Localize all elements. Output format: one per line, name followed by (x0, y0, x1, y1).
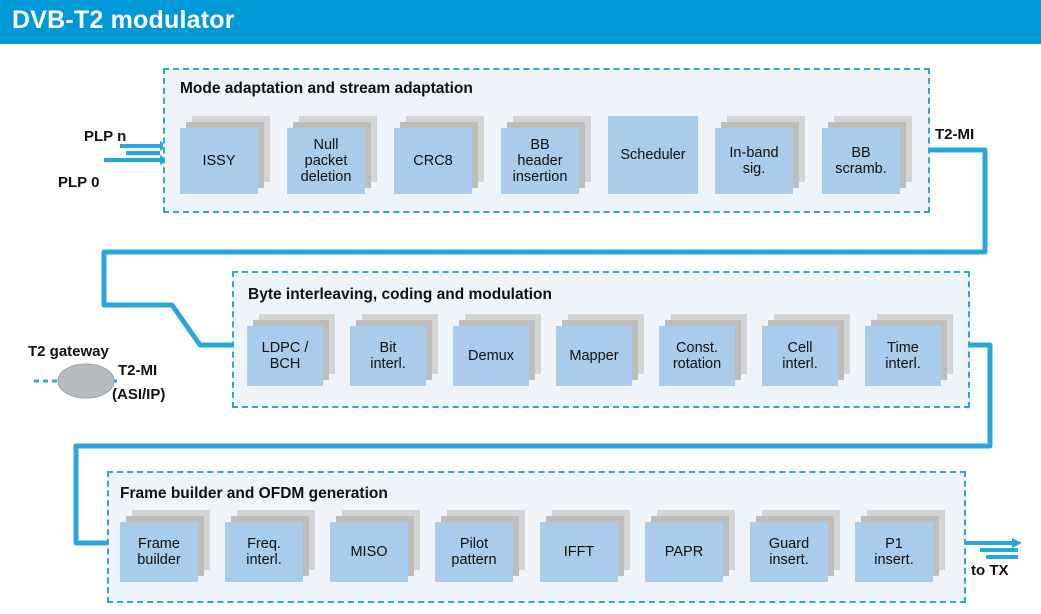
block-label: Null packet deletion (287, 128, 365, 194)
block-label: Mapper (556, 326, 632, 386)
cloud-icon (57, 363, 115, 399)
block-label: Time interl. (865, 326, 941, 386)
block-label: Demux (453, 326, 529, 386)
section-label-byte: Byte interleaving, coding and modulation (248, 286, 552, 303)
block-label: BB scramb. (822, 128, 900, 194)
to-tx-label: to TX (971, 562, 1009, 579)
block-label: Bit interl. (350, 326, 426, 386)
block-label: CRC8 (394, 128, 472, 194)
block-label: ISSY (180, 128, 258, 194)
block-label: Frame builder (120, 522, 198, 582)
block-label: Scheduler (608, 116, 698, 194)
block-label: Const. rotation (659, 326, 735, 386)
block-label: P1 insert. (855, 522, 933, 582)
t2-gateway-label: T2 gateway (28, 343, 109, 360)
block-label: Cell interl. (762, 326, 838, 386)
block-label: Freq. interl. (225, 522, 303, 582)
diagram-title: DVB-T2 modulator (12, 6, 235, 34)
path-stage2-to-stage3 (73, 342, 993, 546)
section-label-frame: Frame builder and OFDM generation (120, 485, 388, 502)
block-label: MISO (330, 522, 408, 582)
t2mi-input-label: T2-MI (118, 362, 158, 379)
block-label: In-band sig. (715, 128, 793, 194)
title-bar: DVB-T2 modulator (0, 0, 1041, 44)
block-label: IFFT (540, 522, 618, 582)
block-label: Pilot pattern (435, 522, 513, 582)
path-stage1-to-stage2 (101, 147, 988, 348)
section-label-mode: Mode adaptation and stream adaptation (180, 80, 473, 97)
block-label: BB header insertion (501, 128, 579, 194)
block-label: PAPR (645, 522, 723, 582)
asi-ip-label: (ASI/IP) (112, 386, 166, 403)
block-label: LDPC / BCH (247, 326, 323, 386)
t2mi-output-label: T2-MI (935, 126, 975, 143)
plp-n-label: PLP n (84, 128, 127, 145)
plp-0-label: PLP 0 (58, 174, 100, 191)
block-label: Guard insert. (750, 522, 828, 582)
